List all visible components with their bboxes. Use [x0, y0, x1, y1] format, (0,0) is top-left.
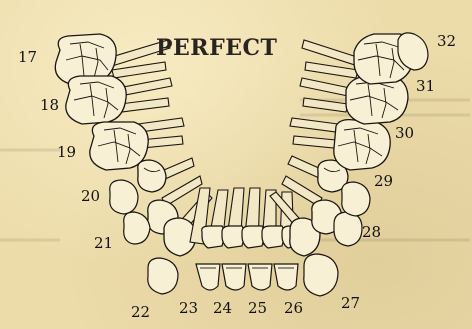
- label-29: 29: [374, 174, 393, 189]
- label-19: 19: [57, 145, 76, 160]
- label-17: 17: [18, 50, 37, 65]
- label-25: 25: [248, 301, 267, 316]
- tooth-32: [302, 33, 428, 84]
- label-20: 20: [81, 189, 100, 204]
- tooth-23: [196, 264, 220, 290]
- tooth-24: [222, 264, 246, 290]
- label-30: 30: [395, 126, 414, 141]
- tooth-31: [300, 76, 408, 124]
- tooth-19: [90, 118, 184, 170]
- label-32: 32: [437, 34, 456, 49]
- label-21: 21: [94, 236, 113, 251]
- tooth-25: [248, 264, 272, 290]
- label-27: 27: [341, 296, 360, 311]
- label-26: 26: [284, 301, 303, 316]
- label-23: 23: [179, 301, 198, 316]
- label-22: 22: [131, 305, 150, 320]
- label-18: 18: [40, 98, 59, 113]
- incisor-crowns: [202, 226, 302, 248]
- label-28: 28: [362, 225, 381, 240]
- label-31: 31: [416, 79, 435, 94]
- chart-title: PERFECT: [156, 37, 277, 59]
- label-24: 24: [213, 301, 232, 316]
- tooth-26: [274, 264, 298, 290]
- tooth-18: [66, 76, 172, 124]
